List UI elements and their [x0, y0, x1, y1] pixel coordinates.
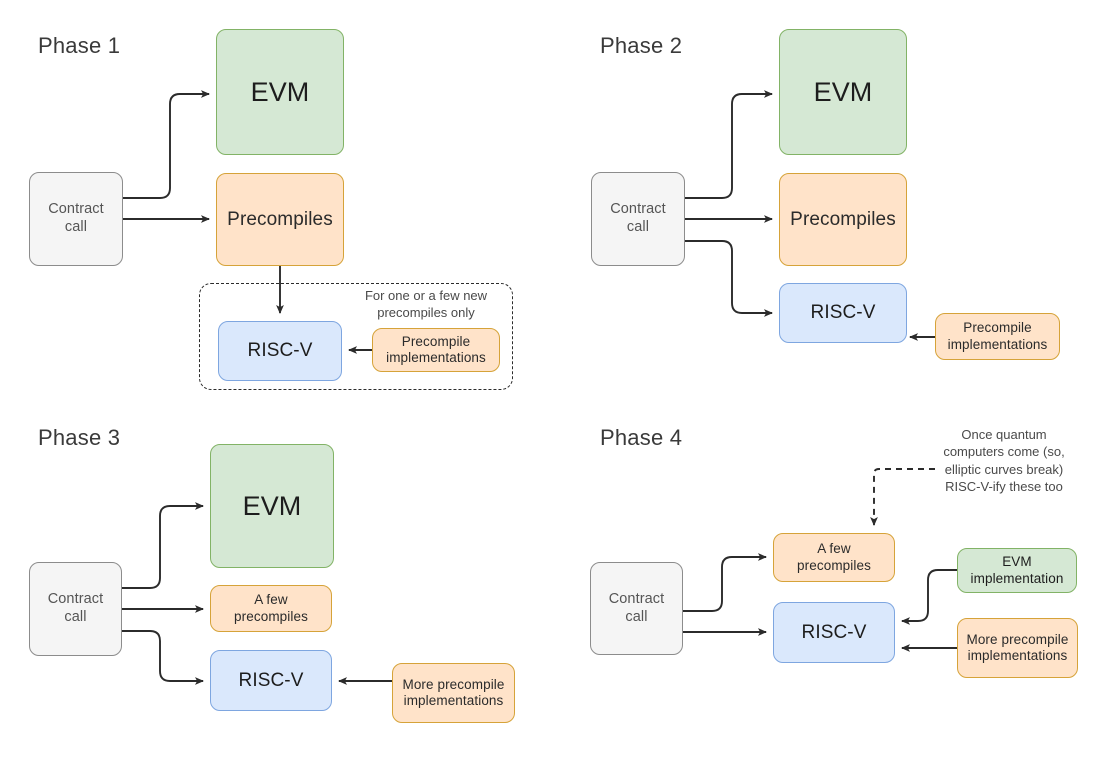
edge-p2-contract-to-riscv: [685, 240, 773, 317]
p1-riscv-node[interactable]: RISC-V: [218, 321, 342, 381]
p3-riscv-node[interactable]: RISC-V: [210, 650, 332, 711]
p2-contract-call-node[interactable]: Contract call: [591, 172, 685, 266]
p1-precompile-implementations-node[interactable]: Precompile implementations: [372, 328, 500, 372]
edge-p4-evm-impl-to-riscv: [901, 569, 957, 625]
p4-contract-call-node[interactable]: Contract call: [590, 562, 683, 655]
phase-4-title: Phase 4: [600, 425, 683, 450]
edge-p3-contract-to-evm: [122, 502, 204, 589]
phase-3-title: Phase 3: [38, 425, 121, 450]
phase-2-title: Phase 2: [600, 33, 683, 58]
edge-p1-contract-to-evm: [123, 90, 210, 199]
edge-p3-contract-to-riscv: [122, 630, 204, 685]
p1-contract-call-node[interactable]: Contract call: [29, 172, 123, 266]
p2-riscv-node[interactable]: RISC-V: [779, 283, 907, 343]
p4-more-precompile-implementations-node[interactable]: More precompile implementations: [957, 618, 1078, 678]
p3-more-precompile-implementations-node[interactable]: More precompile implementations: [392, 663, 515, 723]
phase-1-title: Phase 1: [38, 33, 121, 58]
edge-p2-contract-to-evm: [685, 90, 773, 199]
p2-precompiles-node[interactable]: Precompiles: [779, 173, 907, 266]
p1-precompiles-node[interactable]: Precompiles: [216, 173, 344, 266]
p4-quantum-note: Once quantum computers come (so, ellipti…: [943, 427, 1065, 494]
p3-a-few-precompiles-node[interactable]: A few precompiles: [210, 585, 332, 632]
p3-contract-call-node[interactable]: Contract call: [29, 562, 122, 656]
p2-evm-node[interactable]: EVM: [779, 29, 907, 155]
p3-evm-node[interactable]: EVM: [210, 444, 334, 568]
p4-a-few-precompiles-node[interactable]: A few precompiles: [773, 533, 895, 582]
p1-group-note: For one or a few new precompiles only: [364, 288, 488, 321]
p1-evm-node[interactable]: EVM: [216, 29, 344, 155]
p2-precompile-implementations-node[interactable]: Precompile implementations: [935, 313, 1060, 360]
p4-evm-implementation-node[interactable]: EVM implementation: [957, 548, 1077, 593]
edge-p4-quantum-note-to-precompiles: [870, 468, 935, 526]
p4-riscv-node[interactable]: RISC-V: [773, 602, 895, 663]
p1-dashed-group: [199, 283, 513, 390]
edge-p4-contract-to-precompiles: [683, 553, 767, 612]
